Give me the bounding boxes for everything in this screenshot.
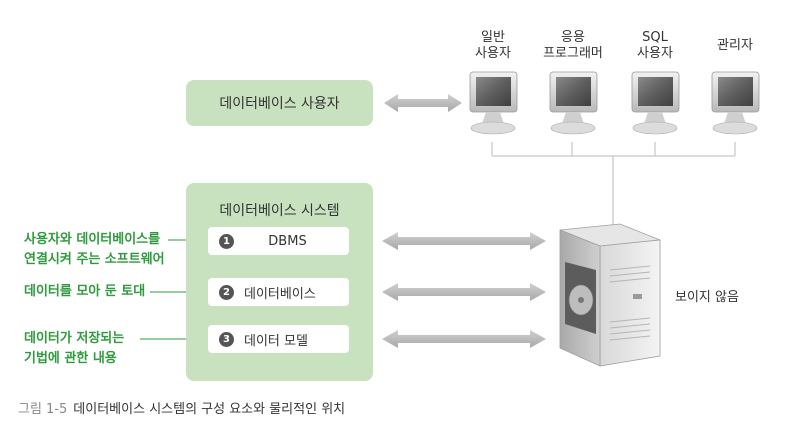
figure-caption: 그림 1-5 데이터베이스 시스템의 구성 요소와 물리적인 위치 [18,398,345,417]
system-row-datamodel: 3 데이터 모델 [208,325,349,353]
db-user-label: 데이터베이스 사용자 [219,96,340,112]
monitor-icon-1 [469,71,518,135]
row-label-database: 데이터베이스 [244,286,316,302]
double-arrow-dbms [382,232,546,250]
number-badge-3: 3 [219,331,234,347]
server-icon [559,223,661,367]
note-dbms: 사용자와 데이터베이스를 연결시켜 주는 소프트웨어 [24,232,165,267]
note-database: 데이터를 모아 둔 토대 [24,284,146,299]
double-arrow-database [382,283,546,301]
monitor-icon-2 [549,71,598,135]
row-label-dbms: DBMS [268,233,307,249]
double-arrow-user [384,94,462,112]
figure-caption-text: 데이터베이스 시스템의 구성 요소와 물리적인 위치 [73,402,346,417]
figure-number: 그림 1-5 [18,402,68,417]
monitor-icon-4 [711,71,760,135]
double-arrow-datamodel [382,330,546,348]
computer-label-admin: 관리자 [717,38,753,53]
number-badge-2: 2 [219,284,234,300]
db-system-title: 데이터베이스 시스템 [219,203,340,219]
system-row-dbms: 1 DBMS [208,227,349,255]
network-lines [491,142,736,228]
db-user-box: 데이터베이스 사용자 [186,80,373,126]
server-label: 보이지 않음 [675,290,739,305]
row-label-datamodel: 데이터 모델 [244,333,308,349]
system-row-database: 2 데이터베이스 [208,278,349,306]
number-badge-1: 1 [219,233,234,249]
monitor-icon-3 [631,71,680,135]
note-datamodel: 데이터가 저장되는 기법에 관한 내용 [24,331,125,366]
